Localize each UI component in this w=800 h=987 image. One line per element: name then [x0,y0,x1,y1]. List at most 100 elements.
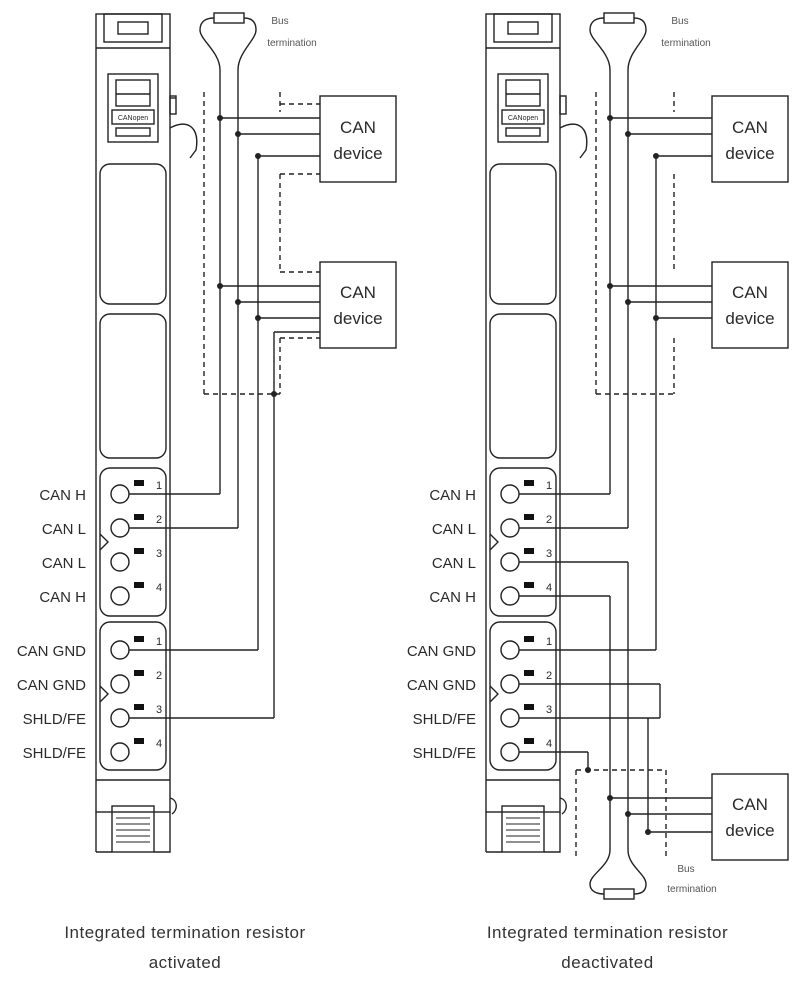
terminals-block-1 [500,480,534,606]
termination-resistor [603,12,635,24]
device-label: CAN [340,118,376,137]
pin-label: CAN GND [17,677,86,694]
led-indicator [134,582,144,588]
wires [129,117,320,719]
triangle-marker [489,685,499,703]
pin-number: 3 [156,548,162,560]
terminal-block-2 [99,621,167,771]
device-label: device [725,309,774,328]
device-label: device [725,821,774,840]
module-top-latch [493,13,553,43]
bus-termination-top: Bus termination [589,12,711,134]
shield-dashed [203,92,320,395]
module-pane-upper [99,163,167,305]
cable-hook [559,123,588,159]
terminals-block-2 [110,636,144,762]
led-indicator [524,704,534,710]
terminal-2-3 [110,708,130,728]
triangle-marker [99,685,109,703]
wires [519,117,712,833]
module-brand-label: CANopen [118,115,148,122]
pin-label: CAN GND [17,643,86,660]
io-module [95,13,198,853]
led-indicator [134,670,144,676]
pin-label: CAN GND [407,677,476,694]
module-pane-upper [489,163,557,305]
led-indicator [134,738,144,744]
pin-label: CAN H [39,487,86,504]
module-pane-lower [99,313,167,459]
device-label: CAN [340,283,376,302]
pin-number: 4 [546,738,552,750]
pin-labels: CAN H CAN L CAN L CAN H CAN GND CAN GND … [407,487,476,762]
pin-label: CAN L [42,555,86,572]
terminal-2-2 [500,674,520,694]
device-label: CAN [732,118,768,137]
pin-number: 2 [156,670,162,682]
junction-dots [585,115,659,835]
can-device-2: CAN device [711,261,789,349]
terminal-1-1 [110,484,130,504]
terminal-1-4 [500,586,520,606]
device-label: device [333,144,382,163]
pin-number: 1 [546,480,552,492]
connector-window [115,79,151,107]
module-brand-plate [111,109,155,125]
pin-numbers: 1 2 3 4 1 2 3 4 [156,480,162,750]
terminal-2-4 [500,742,520,762]
pin-label: SHLD/FE [413,745,476,762]
triangle-marker [99,533,109,551]
terminal-block-1 [489,467,557,617]
pin-number: 2 [546,670,552,682]
caption-deactivated: Integrated termination resistor deactiva… [405,918,800,978]
terminal-2-1 [500,640,520,660]
terminal-1-1 [500,484,520,504]
pin-number: 3 [546,548,552,560]
terminal-2-2 [110,674,130,694]
module-brand-plate [501,109,545,125]
pin-number: 4 [546,582,552,594]
terminal-block-2 [489,621,557,771]
pin-label: CAN H [429,589,476,606]
termination-label: Bus [671,16,688,27]
io-module [485,13,588,853]
pin-number: 2 [156,514,162,526]
device-label: CAN [732,283,768,302]
pin-number: 1 [546,636,552,648]
pin-label: CAN GND [407,643,476,660]
pin-labels: CAN H CAN L CAN L CAN H CAN GND CAN GND … [17,487,86,762]
terminal-1-3 [500,552,520,572]
pin-number: 3 [546,704,552,716]
termination-label: Bus [271,16,288,27]
pin-label: CAN L [432,521,476,538]
connector-housing [107,73,159,143]
panel-activated: CAN H CAN L CAN L CAN H CAN GND CAN GND … [17,12,397,853]
pin-number: 2 [546,514,552,526]
device-label: device [725,144,774,163]
bottom-connector [111,805,155,853]
terminal-2-1 [110,640,130,660]
junction-dots [217,115,277,397]
led-indicator [134,636,144,642]
led-indicator [134,480,144,486]
pin-number: 4 [156,582,162,594]
caption-line: deactivated [561,953,654,972]
cable-hook [169,123,198,159]
panel-deactivated: CAN H CAN L CAN L CAN H CAN GND CAN GND … [407,12,789,900]
led-indicator [134,548,144,554]
led-indicator [524,480,534,486]
can-device-1: CAN device [319,95,397,183]
pin-label: CAN H [39,589,86,606]
terminal-1-2 [500,518,520,538]
device-label: device [333,309,382,328]
module-top-latch [103,13,163,43]
led-indicator [134,514,144,520]
led-indicator [524,582,534,588]
terminal-1-4 [110,586,130,606]
terminal-1-3 [110,552,130,572]
caption-line: activated [148,953,222,972]
pin-label: CAN L [432,555,476,572]
caption-line: Integrated termination resistor [486,923,729,942]
bottom-connector [501,805,545,853]
